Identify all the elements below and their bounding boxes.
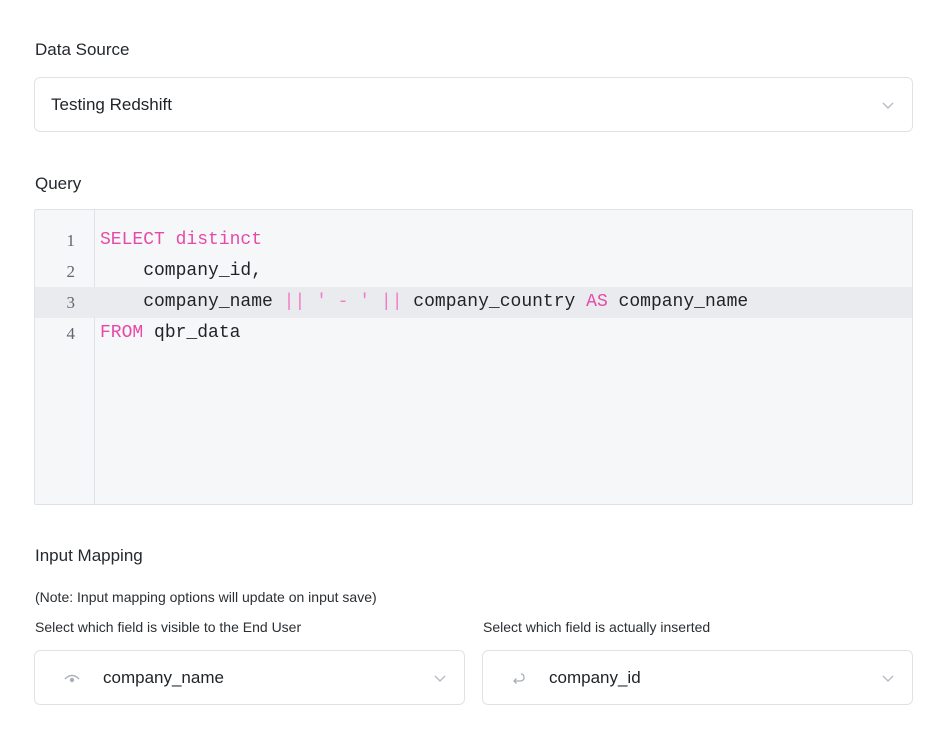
inserted-field-value: company_id: [549, 667, 641, 687]
eye-icon: [64, 674, 80, 682]
code-line[interactable]: 2 company_id,: [35, 256, 912, 287]
inserted-field-label: Select which field is actually inserted: [483, 619, 711, 635]
chevron-down-icon: [882, 674, 894, 682]
data-source-value: Testing Redshift: [51, 94, 172, 114]
input-mapping-note: (Note: Input mapping options will update…: [35, 589, 377, 605]
code-token: qbr_data: [143, 323, 241, 343]
code-token: company_id,: [100, 261, 263, 281]
visible-field-select[interactable]: company_name: [34, 650, 465, 705]
chevron-down-icon: [882, 101, 894, 109]
code-token: [305, 292, 316, 312]
code-text: FROM qbr_data: [100, 318, 240, 349]
line-number: 3: [66, 293, 76, 312]
line-number-gutter: [35, 210, 95, 504]
code-token: company_name: [607, 292, 749, 312]
return-arrow-icon: [513, 672, 525, 684]
visible-field-label: Select which field is visible to the End…: [35, 619, 302, 635]
code-token: company_name: [100, 292, 284, 312]
data-source-label: Data Source: [35, 40, 130, 59]
code-token: AS: [586, 292, 608, 312]
code-token: ||: [380, 292, 403, 312]
code-token: ||: [283, 292, 306, 312]
code-text: company_name || ' - ' || company_country…: [100, 287, 748, 318]
code-token: SELECT distinct: [100, 230, 263, 250]
code-line[interactable]: 4 FROM qbr_data: [35, 318, 912, 349]
data-source-select[interactable]: Testing Redshift: [34, 77, 913, 132]
line-number: 2: [66, 262, 76, 281]
code-token: FROM: [100, 323, 144, 343]
line-number: 1: [66, 231, 76, 250]
code-line[interactable]: 1 SELECT distinct: [35, 225, 912, 256]
query-label: Query: [35, 174, 82, 193]
code-token: ' - ': [316, 292, 371, 312]
visible-field-value: company_name: [103, 667, 224, 687]
code-text: company_id,: [100, 256, 262, 287]
inserted-field-select[interactable]: company_id: [482, 650, 913, 705]
code-token: company_country: [402, 292, 587, 312]
line-number: 4: [66, 324, 76, 343]
code-line[interactable]: 3 company_name || ' - ' || company_count…: [35, 287, 912, 318]
input-mapping-label: Input Mapping: [35, 546, 143, 565]
code-token: [370, 292, 381, 312]
chevron-down-icon: [434, 674, 446, 682]
code-text: SELECT distinct: [100, 225, 262, 256]
